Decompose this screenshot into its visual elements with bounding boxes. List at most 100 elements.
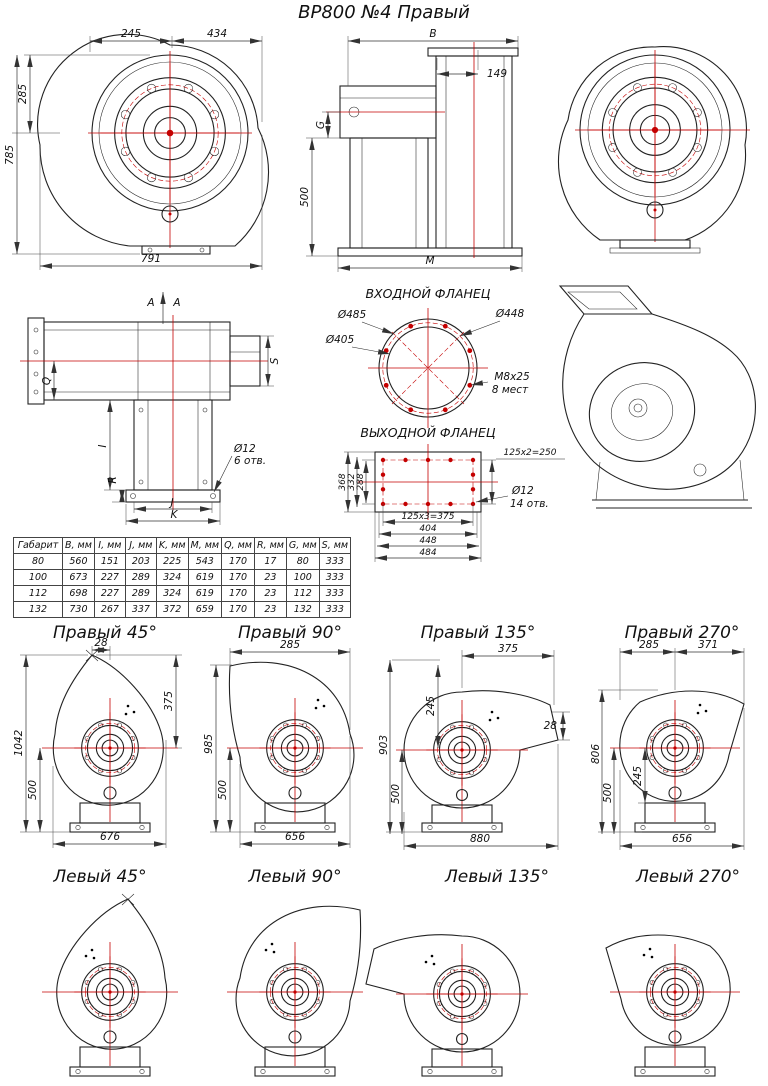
- dim-label: B: [429, 28, 436, 40]
- orient-header-left-135: Левый 135°: [444, 867, 549, 887]
- orient-header-right-135: Правый 135°: [421, 623, 536, 643]
- side-view: B 149 G 500 M: [299, 28, 523, 272]
- dim-label: 28: [94, 637, 108, 649]
- table-row: 80 560 151 203 225 543 170 17 80 333: [13, 553, 352, 570]
- cell: 151: [93, 553, 126, 570]
- dim-label: 985: [203, 734, 215, 754]
- dia-label: Ø485: [337, 309, 367, 321]
- dim-label: R: [107, 476, 119, 483]
- dim-label: 656: [285, 831, 305, 843]
- dim-label: 285: [639, 639, 659, 651]
- dim-label: 332: [347, 473, 357, 490]
- inlet-flange-view: ВХОДНОЙ ФЛАНЕЦ Ø485 Ø448 Ø405 M8х25 8 ме…: [325, 286, 530, 428]
- dimension-lines: [309, 38, 522, 271]
- cell: 659: [187, 601, 223, 618]
- cell: 227: [93, 569, 126, 586]
- cell: 80: [285, 553, 320, 570]
- cell: 225: [155, 553, 189, 570]
- extension-lines: [104, 335, 274, 525]
- snail-right-135: [396, 691, 558, 832]
- dimension-lines: [213, 649, 350, 847]
- cell: 333: [318, 585, 352, 602]
- dimension-lines: [387, 653, 566, 849]
- dim-label: M: [425, 255, 434, 267]
- outlet-flange-view: ВЫХОДНОЙ ФЛАНЕЦ 36: [338, 425, 565, 562]
- cell: 673: [62, 569, 95, 586]
- col-header: Q, мм: [221, 537, 255, 554]
- dim-label: 125х2=250: [504, 448, 557, 458]
- col-header: K, мм: [155, 537, 189, 554]
- leader-lines: [351, 320, 501, 386]
- cell: 100: [13, 569, 63, 586]
- dim-label: K: [171, 509, 179, 521]
- orient-header-left-45: Левый 45°: [52, 867, 146, 887]
- extension-lines: [20, 646, 182, 848]
- snail-right-45: [42, 650, 178, 832]
- dim-label: 676: [100, 831, 120, 843]
- rear-view: [557, 46, 750, 254]
- snail-left-45: [42, 894, 178, 1076]
- orient-right-90: 285 985 500 656: [203, 639, 363, 848]
- cell: 170: [221, 553, 255, 570]
- dim-label: 500: [299, 187, 311, 207]
- dim-label: Q: [41, 377, 53, 385]
- bolt-holes: [380, 457, 476, 507]
- cell: 132: [13, 601, 63, 618]
- front-view: 245 434 285 785 791: [4, 28, 270, 270]
- dia-label: Ø448: [495, 308, 525, 320]
- orient-header-left-90: Левый 90°: [247, 867, 341, 887]
- volute-outline: [557, 46, 747, 241]
- cell: 337: [124, 601, 157, 618]
- cell: 80: [13, 553, 63, 570]
- bolt-note-label: 8 мест: [492, 384, 529, 396]
- dim-label: 448: [419, 536, 436, 546]
- dim-label: 500: [217, 780, 229, 800]
- dim-label: 791: [141, 253, 161, 265]
- hole-callout: Ø12: [511, 485, 534, 497]
- cell: 203: [124, 553, 157, 570]
- drain-plug: [161, 205, 179, 223]
- cell: 333: [318, 569, 352, 586]
- table-header-row: Габарит B, мм I, мм J, мм K, мм M, мм Q,…: [13, 537, 352, 554]
- cell: 560: [62, 553, 95, 570]
- cell: 112: [13, 585, 63, 602]
- dim-label: 285: [17, 84, 29, 104]
- dia-label: Ø405: [325, 334, 355, 346]
- cell: 227: [93, 585, 126, 602]
- dimension-lines: [14, 38, 262, 269]
- dim-label: S: [269, 357, 281, 364]
- cell: 17: [253, 553, 287, 570]
- volute-outline: [37, 33, 270, 247]
- cell: 23: [253, 601, 287, 618]
- dim-label: 500: [602, 783, 614, 803]
- orient-header-right-45: Правый 45°: [53, 623, 157, 643]
- table-row: 132 730 267 337 372 659 170 23 132 333: [13, 601, 352, 618]
- inlet-flange-title: ВХОДНОЙ ФЛАНЕЦ: [365, 286, 490, 301]
- col-header: G, мм: [285, 537, 320, 554]
- cell: 698: [62, 585, 95, 602]
- snail-right-270: [610, 691, 744, 832]
- cell: 132: [285, 601, 320, 618]
- support-base: [141, 245, 211, 255]
- isometric-view: [558, 285, 756, 509]
- cell: 23: [253, 585, 287, 602]
- table-row: 112 698 227 289 324 619 170 23 112 333: [13, 585, 352, 602]
- scroll-body-iso: [562, 313, 756, 490]
- section-label: А: [146, 297, 154, 309]
- cell: 333: [318, 601, 352, 618]
- dim-label: 28: [544, 720, 558, 732]
- dim-label: 1042: [13, 729, 25, 756]
- dimension-lines: [23, 647, 179, 847]
- dim-label: 404: [419, 524, 436, 534]
- cell: 543: [187, 553, 223, 570]
- orient-right-45: 28 375 1042 500 676: [13, 637, 182, 848]
- hole-callout-note: 6 отв.: [234, 455, 266, 467]
- snail-right-90: [227, 662, 363, 832]
- dimension-lines: [345, 452, 509, 561]
- col-header: Габарит: [13, 537, 63, 554]
- dim-label: 500: [27, 780, 39, 800]
- cell: 100: [285, 569, 320, 586]
- orient-left-90-view: [227, 906, 363, 1076]
- drawing-title: ВР800 №4 Правый: [298, 2, 470, 23]
- col-header: M, мм: [187, 537, 223, 554]
